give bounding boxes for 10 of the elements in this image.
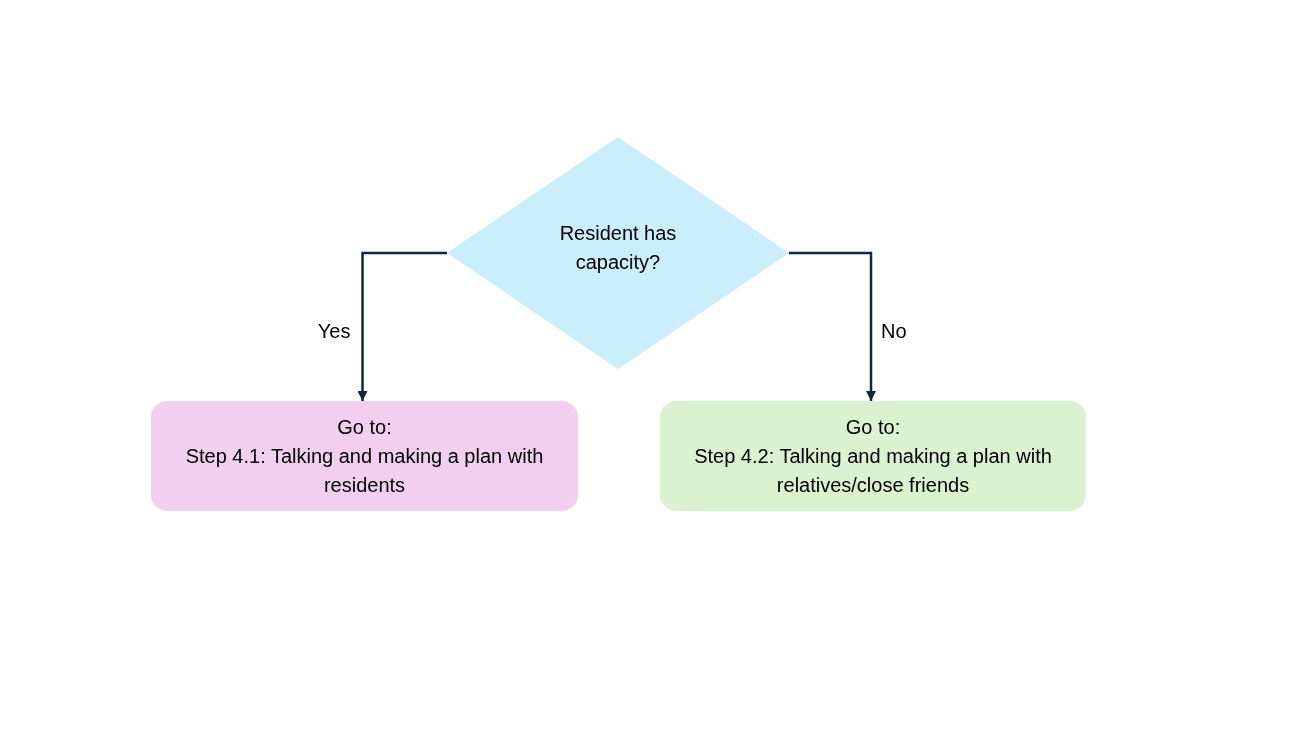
node-text: Step 4.2: Talking and making a plan with relatives/close friends — [693, 443, 1053, 498]
node-heading: Go to: — [845, 414, 901, 440]
node-text: Resident has capacity? — [558, 221, 678, 275]
process-box — [151, 401, 578, 511]
decision-diamond — [447, 137, 789, 369]
process-box — [660, 401, 1086, 511]
arrow — [357, 251, 447, 401]
arrow — [789, 251, 876, 401]
node-heading: Go to: — [337, 414, 392, 440]
node-text: Step 4.1: Talking and making a plan with residents — [184, 443, 545, 498]
